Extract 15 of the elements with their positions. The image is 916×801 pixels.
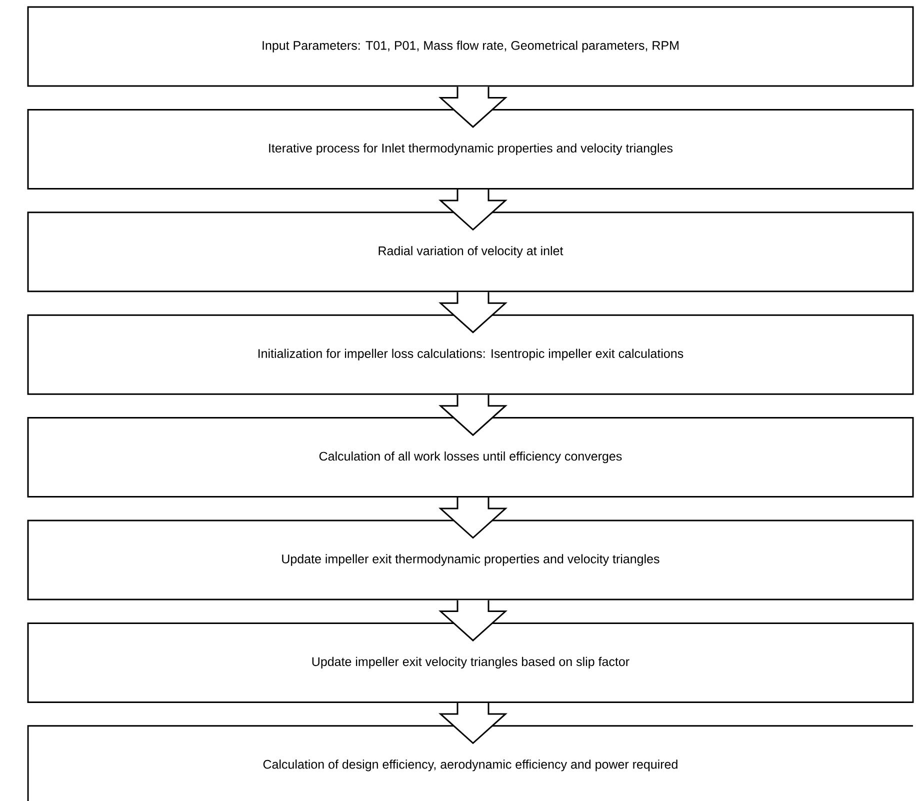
block-arrow bbox=[438, 188, 508, 231]
block-arrow bbox=[438, 394, 508, 436]
process-box: Update impeller exit thermodynamic properties and velocity triangles bbox=[27, 520, 914, 600]
process-box: Iterative process for Inlet thermodynamic properties and velocity triangles bbox=[27, 108, 914, 190]
block-arrow bbox=[438, 496, 508, 539]
block-arrow bbox=[438, 702, 508, 744]
process-box: Calculation of all work losses until efficiency converges bbox=[27, 417, 914, 498]
block-arrow bbox=[438, 86, 508, 128]
process-box: Radial variation of velocity at inlet bbox=[27, 212, 914, 292]
block-arrow bbox=[438, 600, 508, 642]
process-box: Input Parameters: T01, P01, Mass flow rate, Geometrical parameters, RPM bbox=[27, 6, 914, 87]
process-box: Initialization for impeller loss calculations: Isentropic impeller exit calculations bbox=[27, 314, 914, 395]
block-arrow bbox=[438, 291, 508, 334]
process-box: Calculation of design efficiency, aerodynamic efficiency and power required bbox=[27, 725, 913, 801]
process-box: Update impeller exit velocity triangles based on slip factor bbox=[27, 622, 914, 703]
